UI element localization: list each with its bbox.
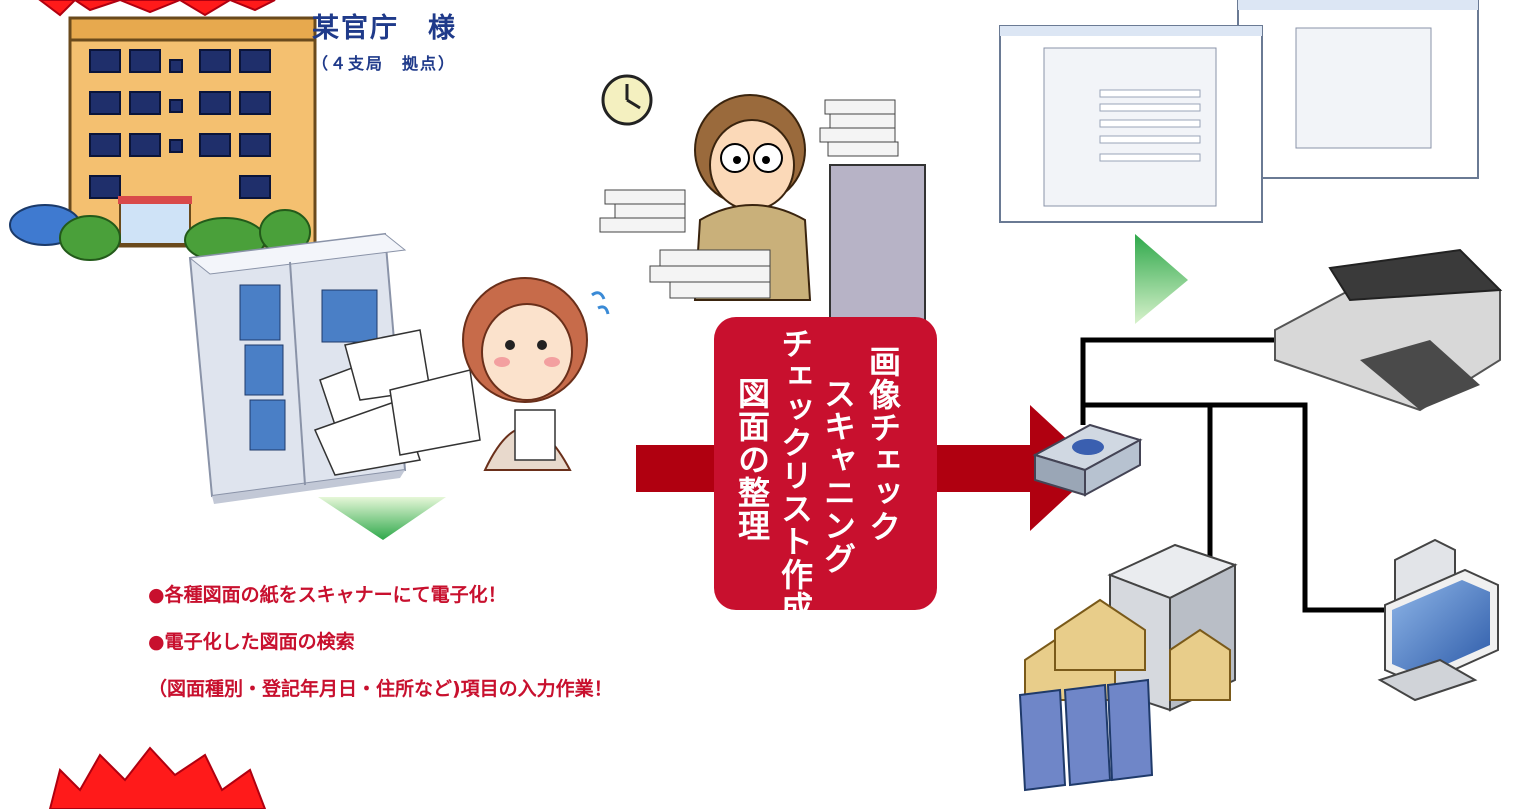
task-bullets: ●各種図面の紙をスキャナーにて電子化！ ●電子化した図面の検索 （図面種別・登記… <box>148 572 613 713</box>
client-branches: （４支局 拠点） <box>312 54 457 73</box>
client-name: 某官庁 様 <box>312 13 457 44</box>
worried-woman-icon <box>462 277 610 471</box>
scanner-icon <box>1274 248 1503 412</box>
network-router-icon <box>1032 423 1143 497</box>
clock-icon <box>601 74 653 126</box>
office-building-icon <box>9 16 317 263</box>
process-arrow <box>636 317 1098 610</box>
bullet-digitize: ●各種図面の紙をスキャナーにて電子化！ <box>148 584 507 606</box>
server-icon <box>1018 543 1238 792</box>
down-arrow-green <box>318 497 446 540</box>
burst-icon-bottom <box>48 746 267 809</box>
software-window-icon <box>999 0 1479 223</box>
up-arrow-green <box>1135 234 1188 324</box>
bullet-input-fields: （図面種別・登記年月日・住所など)項目の入力作業！ <box>148 678 613 700</box>
desktop-pc-icon <box>1377 538 1499 702</box>
network-lines <box>1080 337 1385 613</box>
burst-icon <box>38 0 276 17</box>
process-line-scanning: スキャニング <box>819 377 857 575</box>
process-line-image-check: 画像チェック <box>864 345 902 543</box>
stressed-man-icon <box>599 94 926 336</box>
bullet-search: ●電子化した図面の検索 <box>148 631 355 653</box>
process-line-drawing-organize: 図面の整理 <box>733 377 771 542</box>
process-line-checklist: チェックリスト作成 <box>776 327 814 624</box>
bookcase-icon <box>188 232 481 504</box>
